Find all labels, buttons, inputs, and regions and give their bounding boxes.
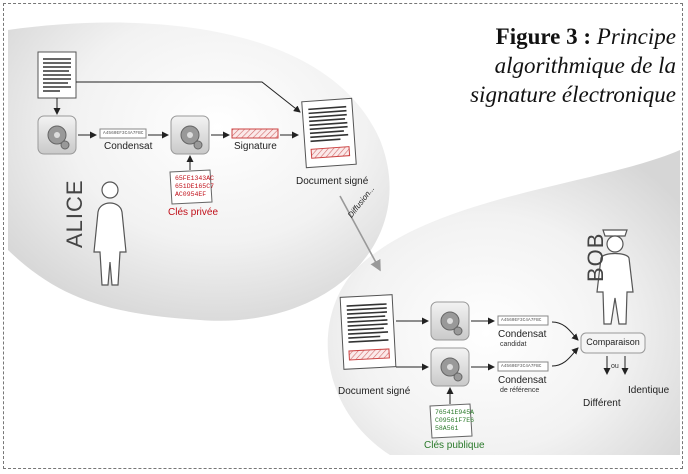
caption-title-2: algorithmique de la [494,53,676,78]
private-key-label: Clés privée [168,207,219,218]
alice-signature-strip [231,128,279,139]
caption-title-3: signature électronique [470,82,676,107]
bob-candidate-label: Condensat [498,329,547,340]
caption-title-1: Principe [596,24,676,49]
bob-decrypt-gear [430,347,470,387]
public-key-text: 76541E945A C09561F7E6 58A561 [435,409,474,433]
alice-encrypt-gear [170,115,210,155]
alice-name: ALICE [62,179,87,248]
private-key-paper [169,169,213,205]
bob-reference-sub: de référence [500,387,540,394]
identical-label: Identique [628,385,670,396]
alice-condensat-label: Condensat [104,141,153,152]
figure-caption: Figure 3 : Principe algorithmique de la … [376,22,676,109]
bob-name: BOB [583,232,608,282]
bob-signed-document [339,294,397,370]
bob-reference-label: Condensat [498,375,547,386]
or-label: ou [611,363,619,370]
alice-signed-doc-label: Document signé [296,176,369,187]
comparison-box [580,332,646,354]
bob-figure [596,229,634,325]
bob-region [327,150,680,455]
private-key-line: 651DE165C7 [175,183,215,190]
public-key-label: Clés publique [424,440,485,451]
alice-signature-label: Signature [234,141,277,152]
figure-frame [3,3,683,469]
comparison-label: Comparaison [586,337,640,347]
alice-hash-value: A4560EF3C4A7FBC [103,131,144,136]
different-label: Différent [583,398,621,409]
alice-figure [93,181,127,286]
private-key-line: AC0954EF [175,191,207,198]
bob-hash-gear [430,301,470,341]
public-key-line: 76541E945A [435,409,475,416]
bob-candidate-sub: candidat [500,341,527,348]
bob-reference-strip [497,361,549,372]
alice-hash-gear [37,115,77,155]
private-key-line: 65FE1343AC [175,175,215,182]
bob-reference-hash: A4560EF3C4A7FBC [501,364,542,369]
alice-hash-strip [99,128,147,139]
bob-candidate-strip [497,315,549,326]
public-key-line: C09561F7E6 [435,417,475,424]
public-key-paper [429,403,473,439]
bob-signed-doc-label: Document signé [338,386,411,397]
caption-label: Figure 3 : [495,24,592,49]
bob-candidate-hash: A4560EF3C4A7FBC [501,318,542,323]
alice-source-document [37,51,77,99]
public-key-line: 58A561 [435,425,459,432]
private-key-text: 65FE1343AC 651DE165C7 AC0954EF [175,175,214,199]
alice-signed-document [301,97,357,169]
